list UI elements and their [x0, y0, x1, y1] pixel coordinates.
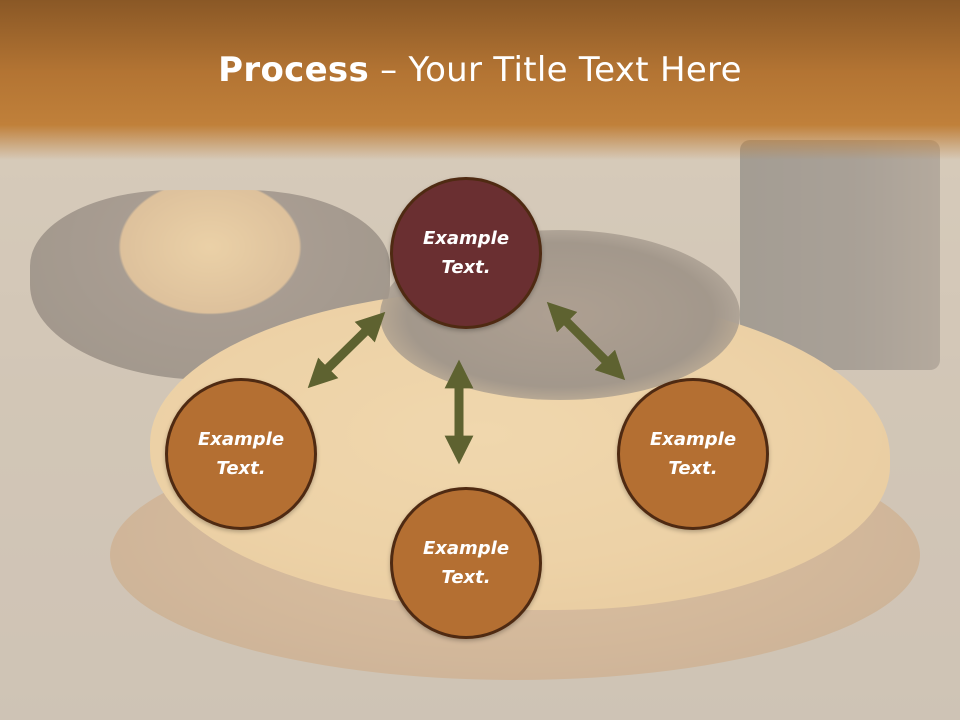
node-bottom-text: Example Text.	[422, 538, 510, 588]
node-right-text: Example Text.	[649, 429, 737, 479]
arrow-top-left	[307, 311, 386, 389]
title-rest: – Your Title Text Here	[369, 50, 742, 90]
slide-title[interactable]: Process – Your Title Text Here	[0, 50, 960, 90]
node-left[interactable]: Example Text.	[165, 378, 317, 530]
title-bold: Process	[218, 50, 370, 90]
node-left-text: Example Text.	[197, 429, 285, 479]
node-top[interactable]: Example Text.	[390, 177, 542, 329]
node-right[interactable]: Example Text.	[617, 378, 769, 530]
node-top-text: Example Text.	[422, 228, 510, 278]
title-band	[0, 0, 960, 160]
arrow-top-right	[546, 301, 626, 381]
node-bottom[interactable]: Example Text.	[390, 487, 542, 639]
